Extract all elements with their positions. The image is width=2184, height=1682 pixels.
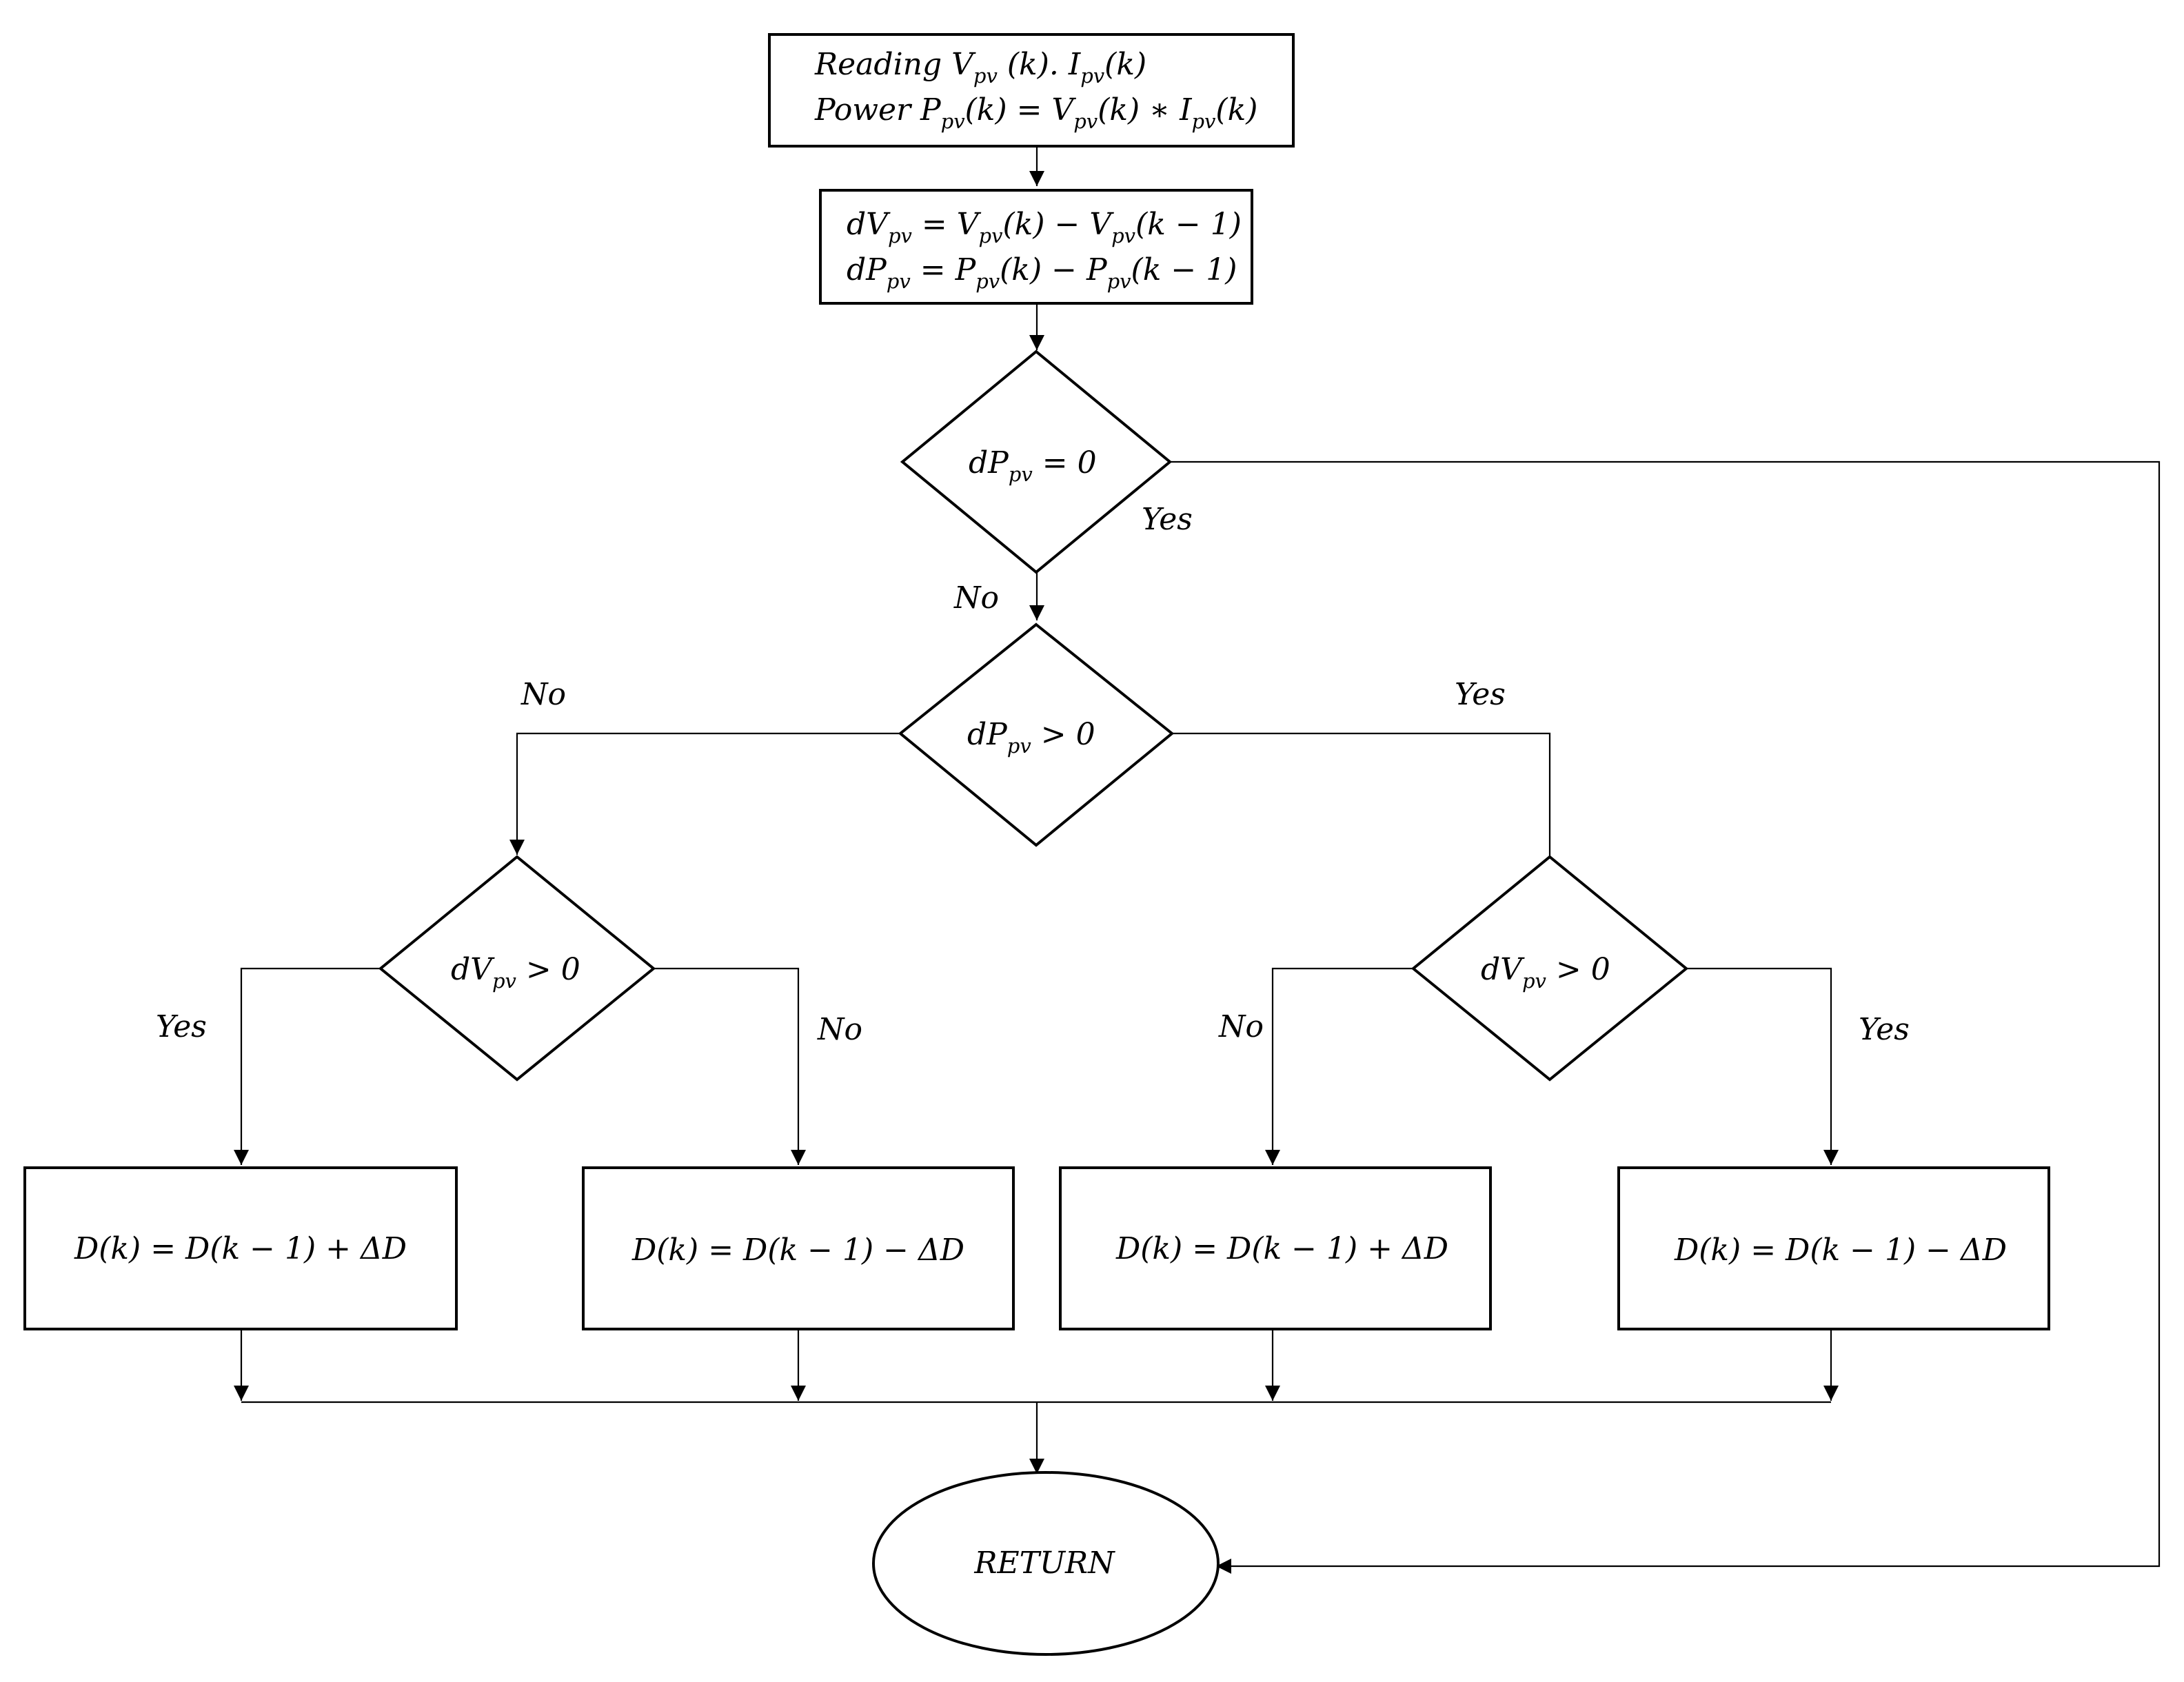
decision-dv-positive-left: dVpv > 0 (378, 855, 656, 1082)
edge-labels: Yes No No Yes Yes No No Yes (156, 502, 1910, 1047)
action-box-2: D(k) = D(k − 1) − ΔD (582, 1166, 1015, 1330)
subscript: pv (1080, 64, 1105, 88)
subscript: pv (1007, 734, 1032, 758)
label-dp-zero-yes: Yes (1142, 502, 1193, 537)
decision-dp-zero: dPpv = 0 (900, 349, 1173, 574)
differences-line1: dVpv = Vpv(k) − Vpv(k − 1) (847, 207, 1242, 247)
action-box-1: D(k) = D(k − 1) + ΔD (23, 1166, 458, 1330)
subscript: pv (979, 224, 1004, 247)
label-dp-zero-no: No (953, 580, 999, 616)
action-3-text: D(k) = D(k − 1) + ΔD (1115, 1231, 1448, 1266)
action-4-text: D(k) = D(k − 1) − ΔD (1674, 1233, 2007, 1268)
subscript: pv (1107, 270, 1132, 293)
action-1-text: D(k) = D(k − 1) + ΔD (74, 1231, 407, 1266)
subscript: pv (492, 969, 517, 993)
edge-left-no (654, 967, 806, 1165)
subscript: pv (1522, 969, 1547, 993)
edge-right-no (1265, 967, 1413, 1165)
dp-zero-text: dPpv = 0 (969, 445, 1097, 486)
subscript: pv (1073, 110, 1098, 133)
subscript: pv (1191, 110, 1216, 133)
edge-dppos-no (509, 732, 900, 855)
subscript: pv (975, 270, 1000, 293)
terminator-return: RETURN (872, 1471, 1220, 1656)
decision-dv-positive-right: dVpv > 0 (1410, 855, 1689, 1082)
label-dp-pos-no: No (520, 677, 566, 712)
edge-left-yes (234, 967, 381, 1165)
read-power-line1: Reading Vpv (k). Ipv(k) (814, 47, 1146, 88)
read-power-line2: Power Ppv(k) = Vpv(k) ∗ Ipv(k) (814, 92, 1257, 133)
label-dp-pos-yes: Yes (1455, 677, 1506, 712)
dv-right-text: dVpv > 0 (1481, 952, 1610, 993)
dp-positive-text: dPpv > 0 (967, 717, 1095, 758)
edge-dpzero-yes (1170, 460, 2161, 1574)
process-read-power: Reading Vpv (k). Ipv(k) Power Ppv(k) = V… (768, 33, 1295, 148)
label-right-yes: Yes (1859, 1012, 1910, 1047)
label-right-no: No (1218, 1009, 1264, 1044)
dv-left-text: dVpv > 0 (451, 952, 580, 993)
decision-dp-positive: dPpv > 0 (898, 622, 1175, 847)
edge-dppos-yes (1172, 732, 1551, 857)
label-left-no: No (817, 1012, 862, 1047)
action-box-4: D(k) = D(k − 1) − ΔD (1617, 1166, 2050, 1330)
process-differences: dVpv = Vpv(k) − Vpv(k − 1) dPpv = Ppv(k)… (819, 189, 1253, 305)
subscript: pv (888, 224, 913, 247)
subscript: pv (973, 64, 998, 88)
subscript: pv (887, 270, 911, 293)
subscript: pv (941, 110, 966, 133)
action-box-3: D(k) = D(k − 1) + ΔD (1059, 1166, 1492, 1330)
subscript: pv (1009, 463, 1033, 486)
connectors (234, 146, 2161, 1574)
label-left-yes: Yes (156, 1009, 207, 1044)
subscript: pv (1111, 224, 1136, 247)
edge-right-yes (1686, 967, 1839, 1165)
action-2-text: D(k) = D(k − 1) − ΔD (631, 1233, 964, 1268)
differences-line2: dPpv = Ppv(k) − Ppv(k − 1) (847, 252, 1237, 293)
return-text: RETURN (973, 1546, 1115, 1581)
